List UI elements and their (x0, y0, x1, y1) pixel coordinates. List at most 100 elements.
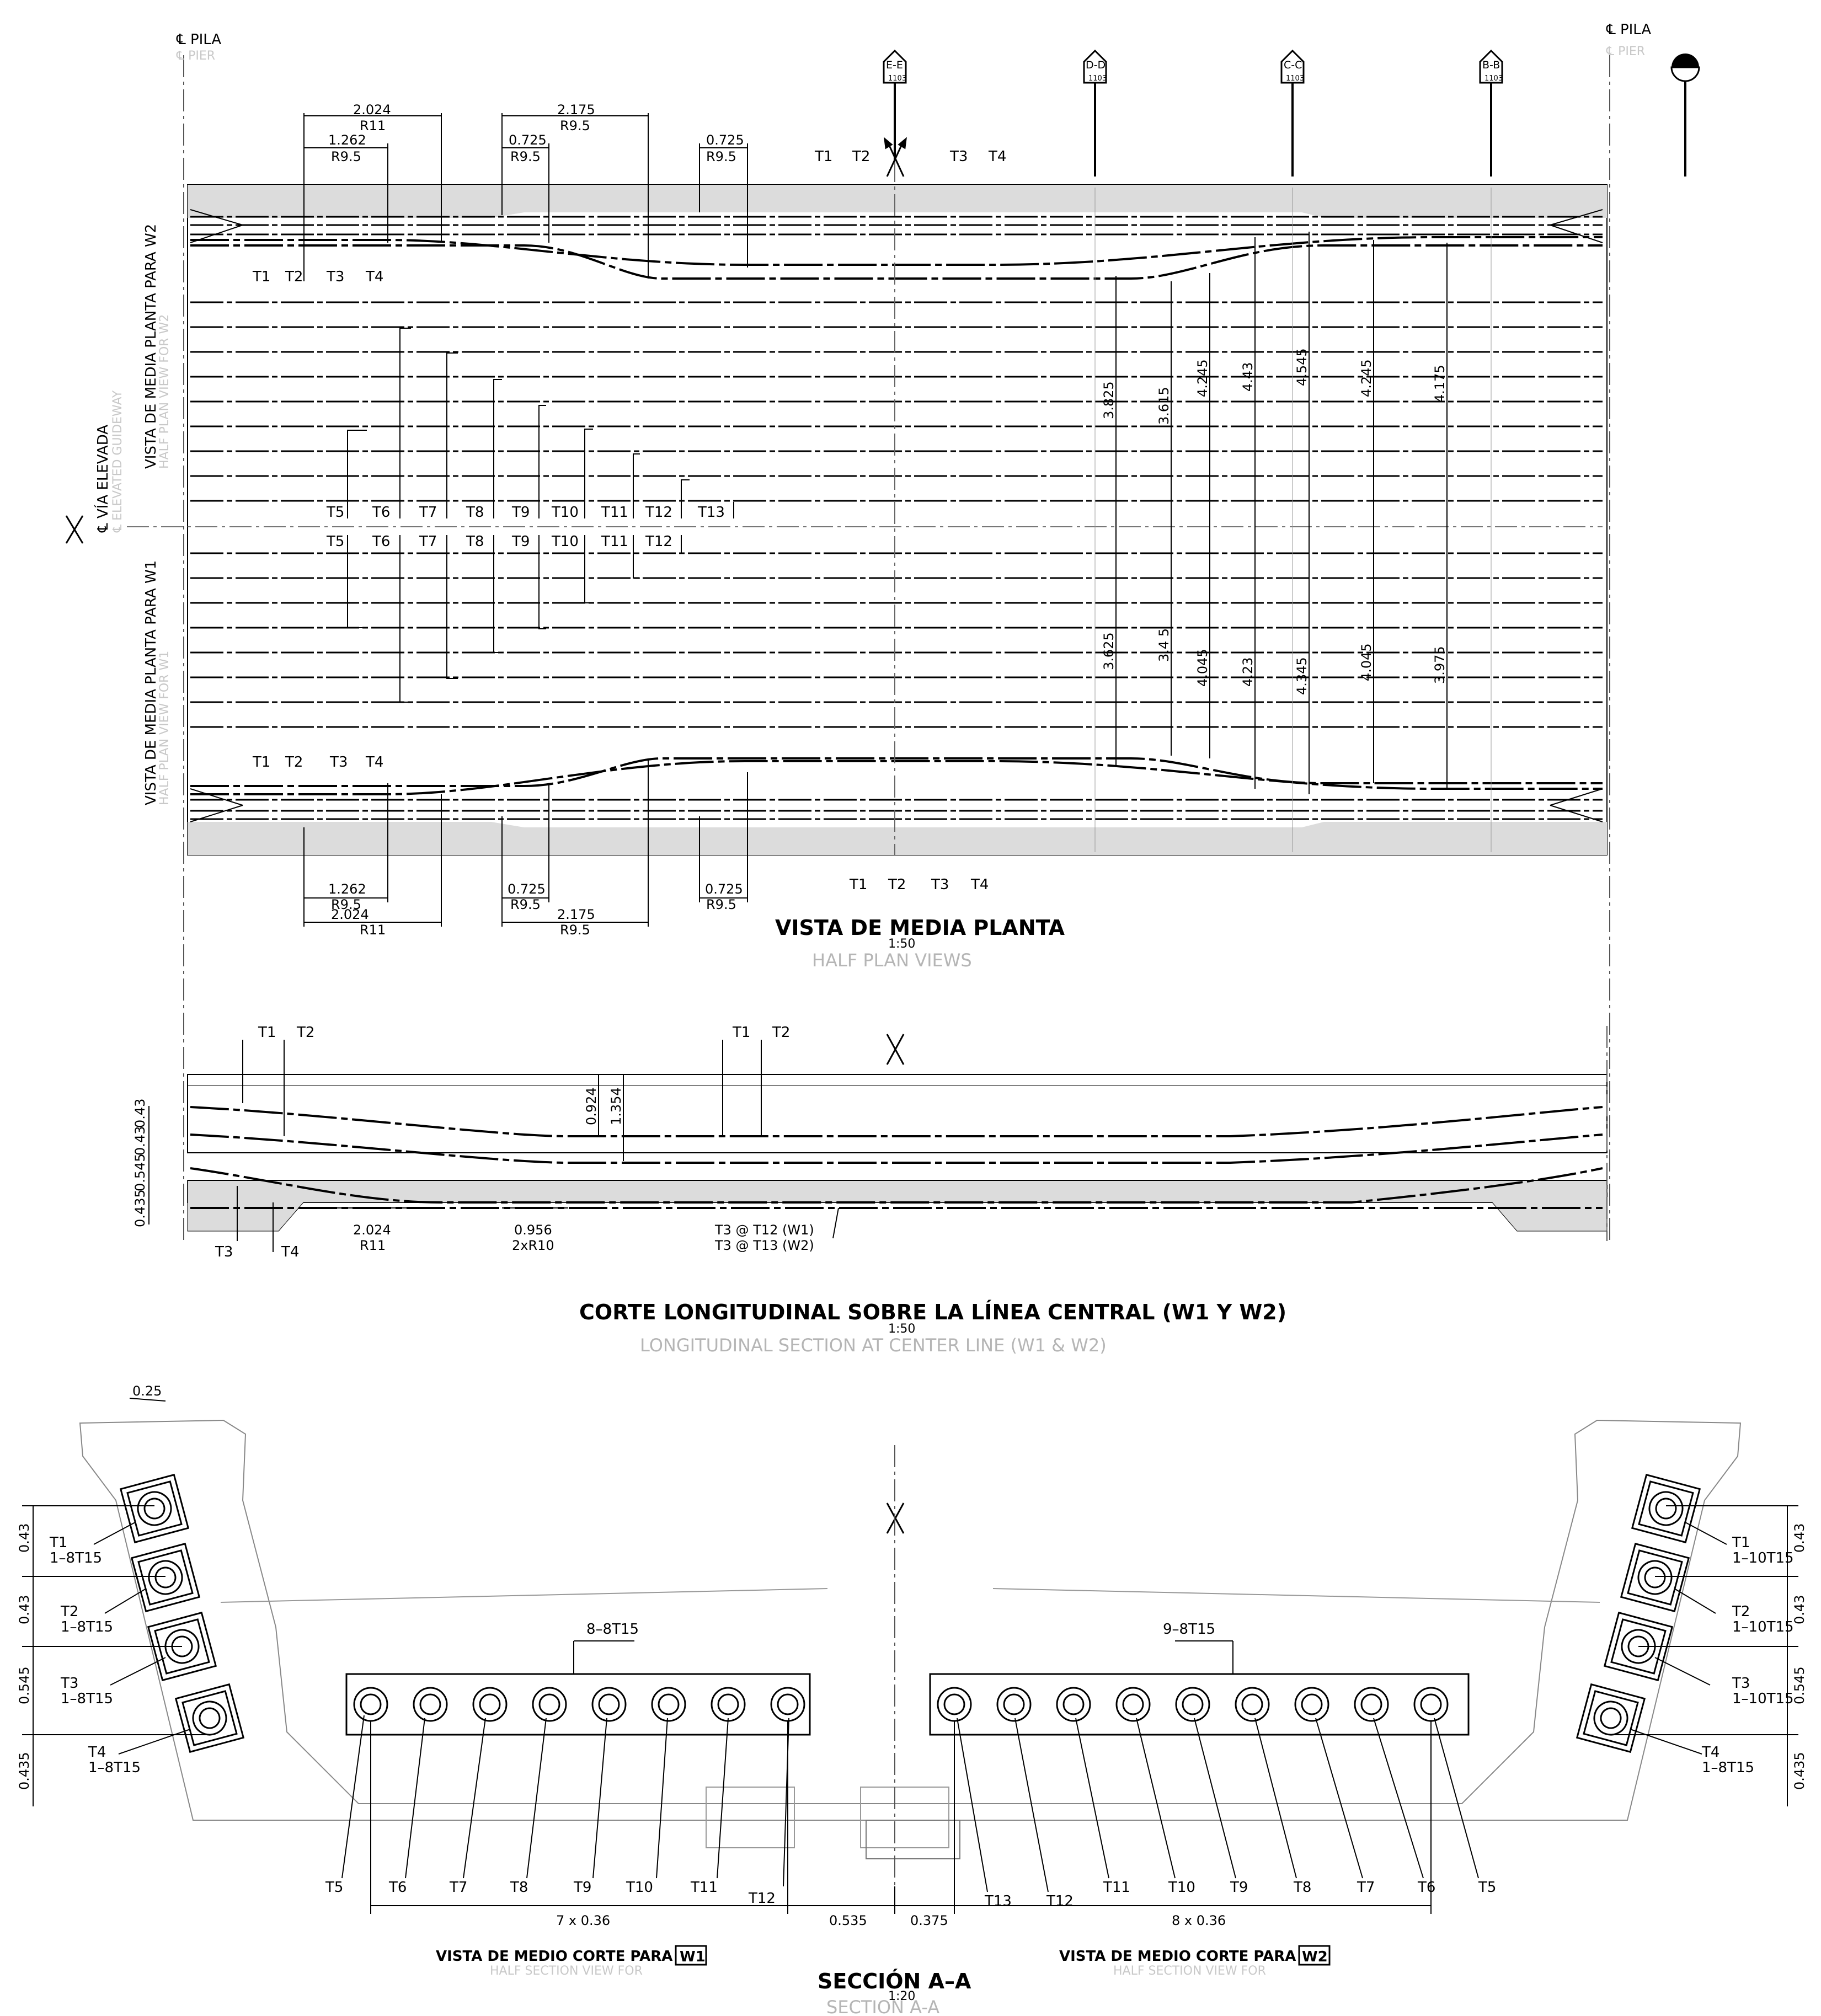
svg-text:T7: T7 (1357, 1879, 1375, 1896)
plan-tendon-labels: T1 T2 T3 T4 T1 T2 T3 T4 T5 T6 T7 T8 T9 T… (252, 148, 1006, 893)
plan-t10: T10 (551, 504, 579, 521)
marker-sheet: 1103 (1484, 74, 1503, 83)
svg-text:W1: W1 (680, 1949, 706, 1965)
svg-text:T9: T9 (1230, 1879, 1248, 1896)
svg-text:4.545: 4.545 (1294, 348, 1310, 386)
plan-t1: T1 (252, 269, 270, 285)
w2-side-label-en: HALF PLAN VIEW FOR W2 (158, 314, 172, 469)
svg-text:T3 @ T13 (W2): T3 @ T13 (W2) (714, 1238, 814, 1253)
svg-text:0.435: 0.435 (132, 1189, 148, 1227)
plan-t6: T6 (372, 504, 390, 521)
svg-text:0.435: 0.435 (17, 1752, 32, 1790)
svg-text:T5: T5 (325, 1879, 343, 1896)
svg-text:4.345: 4.345 (1294, 657, 1310, 695)
pier-centerlines (183, 55, 1610, 1241)
svg-text:3.615: 3.615 (1156, 387, 1172, 425)
svg-text:VISTA DE MEDIO CORTE PARA: VISTA DE MEDIO CORTE PARA (436, 1948, 672, 1965)
svg-text:1–8T15: 1–8T15 (61, 1691, 113, 1707)
w2-side-label: VISTA DE MEDIA PLANTA PARA W2 (143, 224, 159, 469)
plan-t2: T2 (285, 269, 303, 285)
svg-text:8 x 0.36: 8 x 0.36 (1172, 1913, 1226, 1928)
svg-text:T8: T8 (1293, 1879, 1311, 1896)
dim-b-r95b: R9.5 (510, 897, 541, 912)
plan-w1-t12: T12 (645, 533, 672, 550)
section-marker-a[interactable]: A-A (1670, 54, 1700, 177)
svg-text:0.43: 0.43 (1792, 1523, 1807, 1553)
svg-text:T6: T6 (1417, 1879, 1435, 1896)
marker-id: D-D (1086, 59, 1106, 71)
plan-w1-t5: T5 (326, 533, 344, 550)
plan-top-dims (303, 113, 748, 281)
section-marker-d[interactable]: D-D 1103 (1083, 49, 1107, 177)
svg-text:T1: T1 (49, 1534, 67, 1551)
plan-b-t2: T2 (285, 754, 303, 771)
svg-text:T2: T2 (60, 1603, 78, 1620)
dim-1262: 1.262 (328, 132, 366, 148)
plan-top-t3: T3 (949, 148, 968, 165)
svg-text:3.4 5: 3.4 5 (1156, 628, 1172, 662)
svg-text:8–8T15: 8–8T15 (586, 1621, 639, 1638)
svg-text:4.245: 4.245 (1195, 359, 1210, 397)
plan-t7: T7 (419, 504, 437, 521)
svg-text:0.956: 0.956 (514, 1222, 552, 1238)
svg-text:T12: T12 (1046, 1893, 1074, 1910)
svg-text:T3: T3 (215, 1244, 233, 1260)
svg-text:3.625: 3.625 (1101, 632, 1117, 670)
side-labels: VISTA DE MEDIA PLANTA PARA W2 HALF PLAN … (94, 224, 172, 805)
svg-text:T8: T8 (510, 1879, 528, 1896)
section-marker-e[interactable]: E-E 1103 (883, 49, 907, 160)
plan-t3: T3 (326, 269, 344, 285)
svg-text:1–8T15: 1–8T15 (1702, 1760, 1754, 1776)
svg-text:4.045: 4.045 (1195, 649, 1210, 687)
svg-text:4.23: 4.23 (1240, 657, 1256, 687)
svg-text:9–8T15: 9–8T15 (1163, 1621, 1215, 1638)
svg-text:T4: T4 (88, 1744, 106, 1761)
dim-b-2175: 2.175 (557, 907, 595, 922)
plan-w1-t11: T11 (601, 533, 628, 550)
section-title: SECCIÓN A–A (818, 1969, 971, 1993)
svg-text:T11: T11 (690, 1879, 718, 1896)
marker-sheet: 1103 (888, 74, 906, 83)
svg-text:T10: T10 (626, 1879, 653, 1896)
long-title-en: LONGITUDINAL SECTION AT CENTER LINE (W1 … (640, 1335, 1107, 1356)
svg-text:T1: T1 (258, 1024, 276, 1041)
dim-r95a: R9.5 (331, 149, 361, 164)
svg-text:4.245: 4.245 (1359, 359, 1374, 397)
pier-label-left: ℄ PILA (176, 31, 221, 48)
svg-text:3.975: 3.975 (1432, 646, 1448, 684)
svg-text:R11: R11 (360, 1238, 386, 1253)
pier-label-right: ℄ PILA (1606, 22, 1651, 38)
plan-bot-t2: T2 (888, 876, 906, 893)
plan-b-t1: T1 (252, 754, 270, 771)
marker-sheet: 1103 (1286, 74, 1304, 83)
dim-b-0725b: 0.725 (705, 881, 743, 897)
plan-b-t4: T4 (365, 754, 383, 771)
svg-text:0.43: 0.43 (17, 1523, 32, 1553)
section-a-a (22, 1398, 1798, 1914)
marker-sheet: 1103 (1088, 74, 1107, 83)
plan-view (127, 160, 1608, 855)
svg-text:4.175: 4.175 (1432, 365, 1448, 403)
dim-b-r95c: R9.5 (560, 922, 590, 938)
plan-w1-t10: T10 (551, 533, 579, 550)
svg-text:T7: T7 (449, 1879, 467, 1896)
plan-bot-t1: T1 (849, 876, 867, 893)
section-marker-c[interactable]: C-C 1103 (1280, 49, 1305, 177)
svg-text:0.545: 0.545 (132, 1153, 148, 1191)
plan-top-t2: T2 (852, 148, 870, 165)
svg-text:2.024: 2.024 (353, 1222, 391, 1238)
plan-w1-t6: T6 (372, 533, 390, 550)
plan-title-en: HALF PLAN VIEWS (812, 950, 972, 971)
north-arrow-icon (65, 137, 907, 1534)
dim-r95d: R9.5 (706, 149, 736, 164)
svg-text:T3: T3 (1732, 1675, 1750, 1692)
svg-text:T6: T6 (388, 1879, 407, 1896)
long-title: CORTE LONGITUDINAL SOBRE LA LÍNEA CENTRA… (579, 1300, 1286, 1324)
svg-text:0.435: 0.435 (1792, 1752, 1807, 1790)
section-marker-b[interactable]: B-B 1103 (1479, 49, 1503, 177)
svg-text:T11: T11 (1103, 1879, 1130, 1896)
dim-b-2024: 2.024 (331, 907, 369, 922)
plan-bot-t4: T4 (970, 876, 989, 893)
svg-text:T5: T5 (1478, 1879, 1496, 1896)
